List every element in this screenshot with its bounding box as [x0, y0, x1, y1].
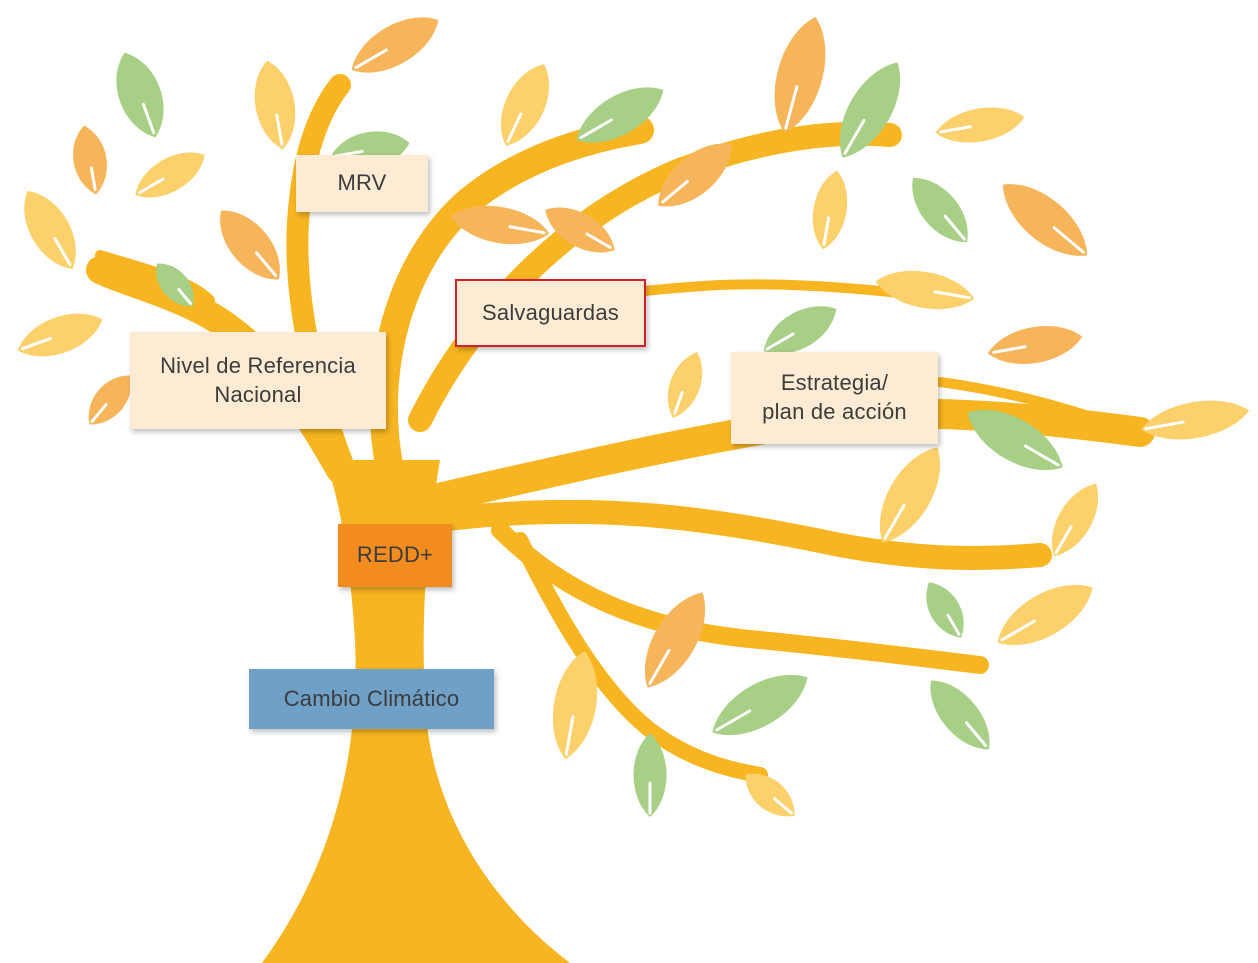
leaf [351, 17, 439, 73]
leaf [667, 352, 703, 418]
leaf [88, 375, 132, 425]
leaf [644, 592, 706, 688]
leaf [576, 87, 664, 143]
branch-lower-left [512, 532, 768, 783]
leaf [658, 143, 732, 207]
leaf [967, 409, 1063, 471]
leaf [220, 210, 280, 280]
label-nivel-referencia: Nivel de Referencia Nacional [130, 332, 386, 429]
leaf [987, 325, 1083, 365]
leaf [116, 52, 164, 138]
leaf [912, 177, 968, 243]
leaf [156, 263, 194, 307]
leaf [839, 62, 901, 158]
label-salvaguardas: Salvaguardas [455, 279, 646, 347]
leaf [997, 584, 1093, 646]
tree-branches [86, 74, 1155, 783]
leaf [633, 733, 667, 817]
leaf [545, 207, 615, 253]
tree-leaves [17, 17, 1250, 817]
leaf [135, 152, 205, 198]
leaf [774, 17, 826, 133]
leaf [254, 60, 296, 150]
leaf [1140, 400, 1250, 440]
leaf [745, 773, 795, 817]
leaf [879, 447, 941, 543]
leaf [17, 313, 103, 357]
leaf [930, 680, 990, 750]
label-estrategia: Estrategia/ plan de acción [731, 352, 938, 444]
label-cambio-climatico: Cambio Climático [249, 669, 494, 729]
leaf [926, 582, 964, 638]
branch-right-down [491, 521, 989, 674]
label-redd: REDD+ [338, 524, 452, 587]
leaf [763, 306, 837, 354]
leaf [450, 205, 550, 245]
leaf [552, 650, 598, 760]
branch-estr-tip [935, 377, 1135, 435]
leaf [935, 107, 1025, 143]
leaf [1002, 184, 1088, 256]
leaf [1051, 483, 1099, 557]
leaf [24, 191, 76, 269]
branch-right-lower [428, 499, 1052, 570]
leaf [812, 170, 848, 250]
leaf [712, 674, 808, 736]
label-mrv: MRV [296, 155, 428, 212]
leaf [73, 125, 107, 195]
leaf [501, 64, 549, 146]
leaf [875, 270, 975, 310]
